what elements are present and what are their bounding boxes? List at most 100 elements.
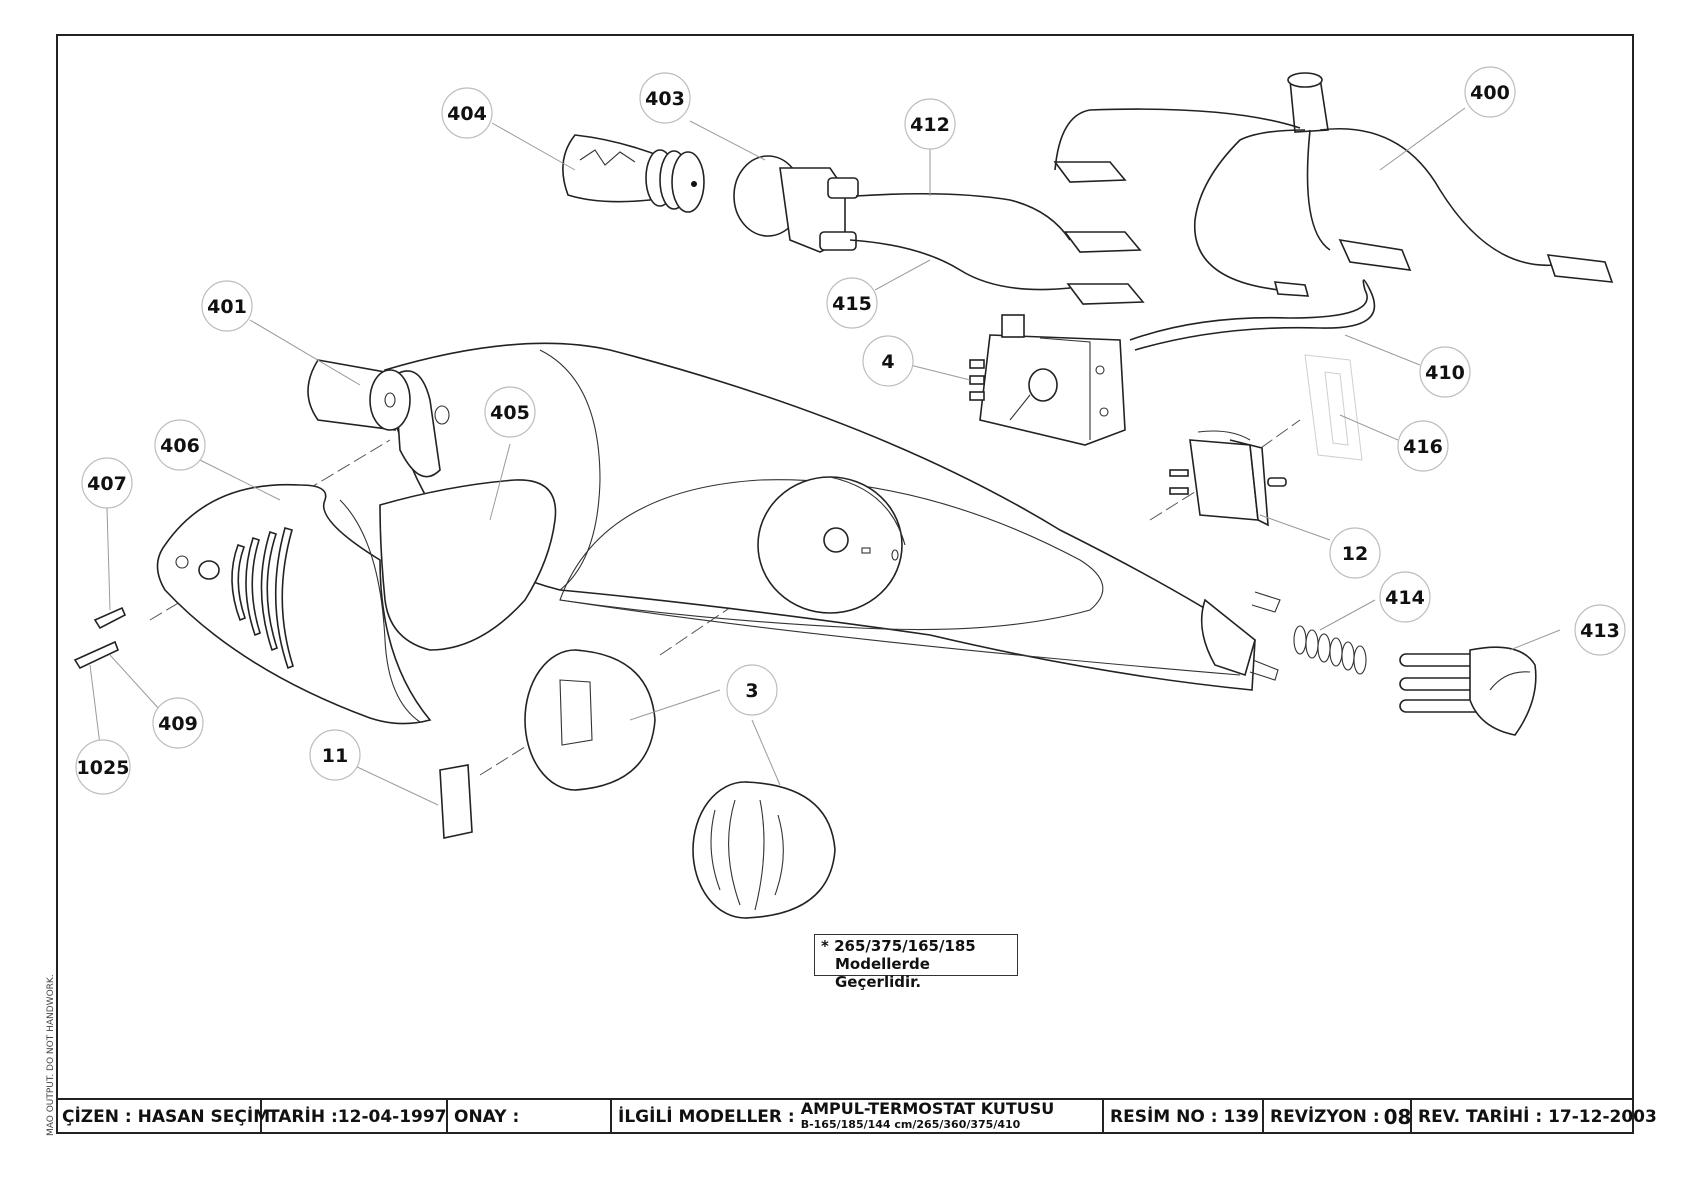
drawing-sheet — [56, 34, 1634, 1134]
knob-ring — [524, 649, 656, 791]
callout-label: 405 — [490, 402, 530, 424]
leader-line — [1379, 107, 1466, 171]
leader-line — [874, 259, 931, 291]
drawn-by-cell: ÇİZEN : HASAN SEÇİM — [56, 1100, 270, 1134]
wire — [849, 239, 1071, 291]
models-list: B-165/185/144 cm/265/360/375/410 — [800, 1118, 1021, 1131]
front-shell — [156, 483, 432, 725]
leader-line — [629, 689, 721, 721]
part-callout: 4 — [862, 335, 914, 387]
revision-value: 08 — [1383, 1105, 1412, 1129]
part-callout: 403 — [639, 72, 691, 124]
part-callout: 414 — [1379, 571, 1431, 623]
callout-label: 416 — [1403, 436, 1443, 458]
part-callout: 404 — [441, 87, 493, 139]
leader-line — [109, 654, 161, 711]
callout-label: 12 — [1342, 543, 1368, 565]
callout-label: 400 — [1470, 82, 1510, 104]
revision-cell: REVİZYON :08 — [1264, 1100, 1412, 1134]
part-callout: 3 — [726, 664, 778, 716]
side-note: MAO OUTPUT. DO NOT HANDWORK. — [46, 974, 56, 1136]
part-callout: 415 — [826, 277, 878, 329]
callout-label: 412 — [910, 114, 950, 136]
note-line-2: Modellerde Geçerlidir. — [835, 955, 930, 991]
drawn-by: ÇİZEN : HASAN SEÇİM — [62, 1107, 271, 1127]
leader-line — [1344, 334, 1421, 366]
callout-label: 3 — [745, 680, 758, 702]
part-callout: 11 — [309, 729, 361, 781]
models-label: İLGİLİ MODELLER : — [618, 1107, 795, 1127]
part-callout: 416 — [1397, 420, 1449, 472]
callout-label: 404 — [447, 103, 487, 125]
callout-label: 415 — [832, 293, 872, 315]
part-callout: 413 — [1574, 604, 1626, 656]
leader-line — [489, 443, 511, 521]
thermostat-knob — [692, 781, 836, 919]
wire — [855, 192, 1071, 241]
leader-line — [1509, 629, 1561, 651]
part-callout: 1025 — [75, 739, 131, 795]
compression-spring — [1293, 625, 1367, 675]
models-cell: İLGİLİ MODELLER : AMPUL-TERMOSTAT KUTUSU… — [612, 1100, 1104, 1134]
revision-label: REVİZYON : — [1270, 1107, 1380, 1127]
drawing-no-cell: RESİM NO : 139 — [1104, 1100, 1264, 1134]
part-callout: 12 — [1329, 527, 1381, 579]
leader-line — [1259, 514, 1331, 541]
screw — [73, 606, 127, 670]
approval: ONAY : — [454, 1107, 520, 1127]
date: TARİH :12-04-1997 — [268, 1107, 447, 1127]
switch-bracket — [1304, 354, 1363, 461]
part-callout: 407 — [81, 457, 133, 509]
cable-harness — [1053, 72, 1614, 297]
lamp-holder — [307, 359, 411, 431]
part-callout: 409 — [152, 697, 204, 749]
models-title: AMPUL-TERMOSTAT KUTUSU — [800, 1099, 1055, 1118]
drawing-no: RESİM NO : 139 — [1110, 1107, 1259, 1127]
leader-line — [491, 122, 576, 171]
date-cell: TARİH :12-04-1997 — [262, 1100, 448, 1134]
thermostat — [969, 314, 1126, 446]
callout-label: 414 — [1385, 587, 1425, 609]
revision-date-cell: REV. TARİHİ : 17-12-2003 — [1412, 1100, 1657, 1134]
push-button — [1399, 646, 1537, 736]
callout-label: 4 — [881, 351, 894, 373]
callout-label: 403 — [645, 88, 685, 110]
callout-label: 1025 — [77, 757, 130, 779]
rocker-switch — [1169, 430, 1287, 527]
leader-line — [89, 664, 101, 746]
callout-label: 413 — [1580, 620, 1620, 642]
callout-label: 406 — [160, 435, 200, 457]
note-line-1: * 265/375/165/185 — [821, 937, 976, 955]
callout-label: 11 — [322, 745, 348, 767]
title-block: ÇİZEN : HASAN SEÇİM TARİH :12-04-1997 ON… — [56, 1098, 1657, 1134]
part-callout: 406 — [154, 419, 206, 471]
leader-line — [352, 764, 439, 806]
callout-label: 410 — [1425, 362, 1465, 384]
part-callout: 412 — [904, 98, 956, 150]
leader-line — [689, 120, 766, 161]
part-callout: 405 — [484, 386, 536, 438]
light-bulb — [562, 134, 705, 213]
housing-body — [384, 342, 1281, 691]
leader-line — [1339, 414, 1399, 441]
bulb-socket — [733, 155, 859, 253]
capillary-cable — [1129, 279, 1376, 351]
leader-line — [1319, 599, 1376, 631]
part-callout: 400 — [1464, 66, 1516, 118]
leader-line — [106, 507, 111, 611]
knob-insert — [439, 764, 473, 839]
leader-line — [909, 364, 971, 381]
part-callout: 401 — [201, 280, 253, 332]
revision-date: REV. TARİHİ : 17-12-2003 — [1418, 1107, 1657, 1127]
callout-label: 401 — [207, 296, 247, 318]
leader-line — [199, 459, 281, 501]
approval-cell: ONAY : — [448, 1100, 612, 1134]
callout-label: 407 — [87, 473, 127, 495]
assembly-axis — [1229, 419, 1301, 471]
part-callout: 410 — [1419, 346, 1471, 398]
leader-line — [751, 719, 781, 786]
callout-label: 409 — [158, 713, 198, 735]
wire-connector — [1063, 231, 1145, 305]
model-note: * 265/375/165/185 Modellerde Geçerlidir. — [814, 934, 1018, 991]
